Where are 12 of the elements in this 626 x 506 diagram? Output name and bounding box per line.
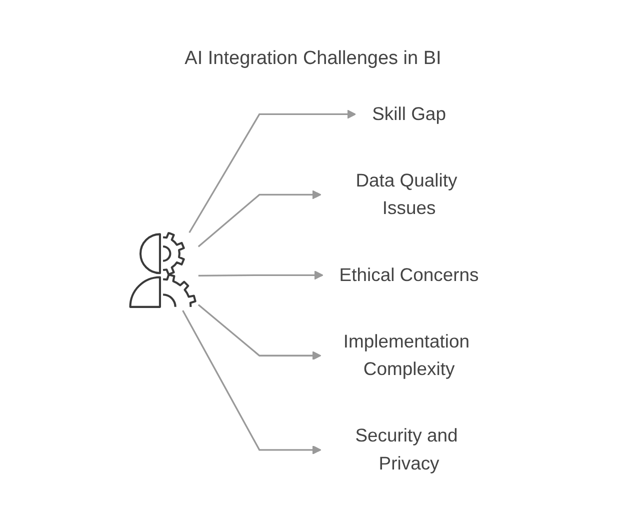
arrow bbox=[198, 270, 324, 280]
arrow bbox=[188, 110, 356, 234]
arrow bbox=[198, 190, 322, 248]
diagram-title: AI Integration Challenges in BI bbox=[184, 48, 442, 70]
node-picture bbox=[128, 232, 198, 310]
node-text: Skill Gap bbox=[372, 103, 446, 124]
node-text: Data Quality Issues bbox=[356, 170, 458, 218]
arrow bbox=[198, 304, 322, 360]
node-text: Ethical Concerns bbox=[340, 264, 480, 285]
node-text: Implementation Complexity bbox=[344, 331, 470, 380]
arrow bbox=[182, 310, 322, 454]
node-text: Security and Privacy bbox=[355, 425, 458, 474]
